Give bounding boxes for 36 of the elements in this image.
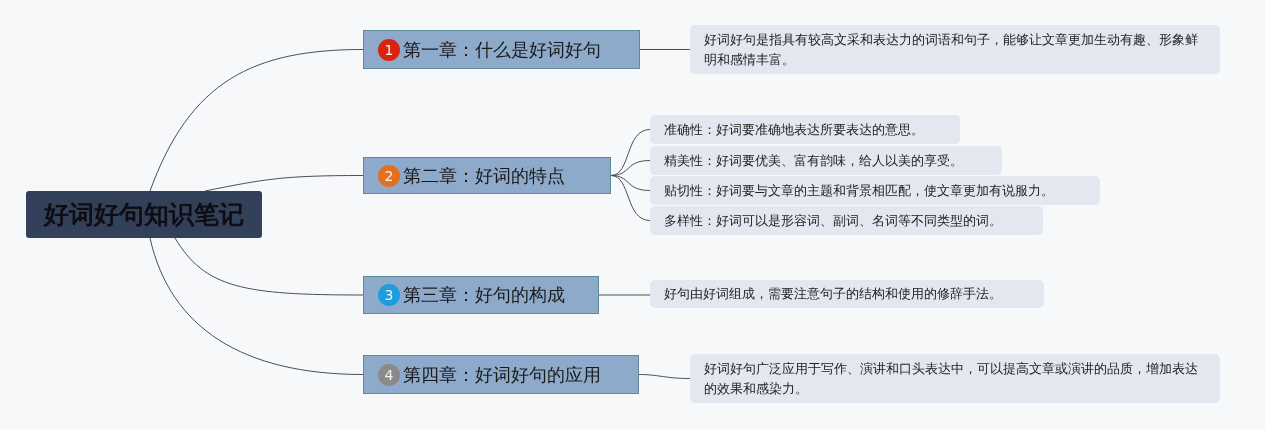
note-box (690, 25, 1220, 74)
chapter-box (363, 276, 599, 314)
connector-line (149, 237, 364, 375)
note-text: 准确性：好词要准确地表达所要表达的意思。 (664, 120, 924, 139)
note-box (690, 354, 1220, 403)
connector-line (638, 374, 691, 379)
number-badge: 2 (378, 164, 400, 187)
chapter-title: 第三章：好句的构成 (403, 283, 565, 307)
number-badge: 4 (378, 363, 400, 386)
chapter-title: 第四章：好词好句的应用 (403, 362, 601, 387)
connector-line (174, 237, 364, 296)
note-text: 精美性：好词要优美、富有韵味，给人以美的享受。 (664, 151, 963, 170)
note-text: 多样性：好词可以是形容词、副词、名词等不同类型的词。 (664, 211, 1002, 230)
connector-line (204, 175, 364, 192)
main-title: 好词好句知识笔记 (44, 199, 244, 231)
chapter-title: 第一章：什么是好词好句 (403, 37, 601, 62)
chapter-box (363, 30, 640, 69)
number-badge: 3 (378, 284, 400, 306)
note-text: 好句由好词组成，需要注意句子的结构和使用的修辞手法。 (664, 285, 1002, 303)
note-text: 好词好句广泛应用于写作、演讲和口头表达中，可以提高文章或演讲的品质，增加表达的效果和感染力。 (704, 359, 1199, 398)
connector-line (598, 294, 651, 296)
note-text: 贴切性：好词要与文章的主题和背景相匹配，使文章更加有说服力。 (664, 181, 1054, 200)
chapter-box (363, 157, 611, 194)
chapter-box (363, 355, 639, 394)
number-badge: 1 (378, 38, 400, 61)
connector-line (639, 49, 691, 50)
note-box (650, 280, 1044, 308)
note-box (650, 176, 1100, 205)
connector-line (149, 49, 364, 192)
note-text: 好词好句是指具有较高文采和表达力的词语和句子，能够让文章更加生动有趣、形象鲜明和感情丰富。 (704, 30, 1199, 69)
note-box (650, 115, 960, 144)
root-topic-box (26, 191, 262, 238)
note-box (650, 206, 1043, 235)
note-box (650, 146, 1002, 175)
connector-line (610, 175, 651, 221)
chapter-title: 第二章：好词的特点 (403, 163, 565, 188)
